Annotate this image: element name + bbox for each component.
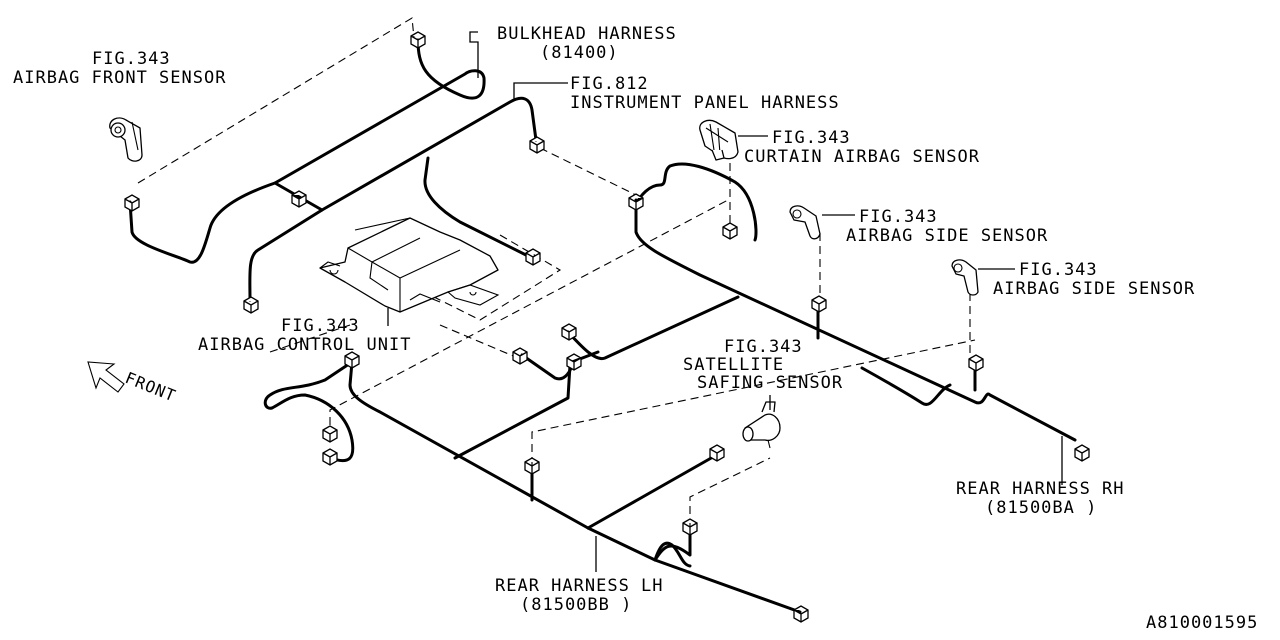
airbag-side-sensor-2 [951, 259, 979, 296]
connector-group [124, 31, 1090, 623]
airbag-control-unit [319, 217, 500, 313]
connector [344, 351, 360, 369]
connector [525, 248, 541, 266]
connector [709, 444, 725, 462]
bulkhead-label-line2: (81400) [540, 43, 619, 63]
connector [410, 31, 426, 49]
airbag-front-label-line1: FIG.343 [92, 49, 171, 69]
rear-rh-label-line2: (81500BA ) [985, 498, 1097, 518]
instrument-panel-label-line1: FIG.812 [570, 74, 649, 94]
side-sensor-1-label-line1: FIG.343 [859, 207, 938, 227]
part-number-label: A810001595 [1146, 613, 1258, 633]
connector [524, 457, 540, 475]
connector [529, 136, 545, 154]
satellite-safing-sensor [742, 401, 781, 449]
rear-lh-label-line2: (81500BB ) [520, 595, 632, 615]
instrument-panel-label-line2: INSTRUMENT PANEL HARNESS [570, 93, 840, 113]
side-sensor-2-label-line2: AIRBAG SIDE SENSOR [993, 279, 1195, 299]
side-sensor-1-label-line2: AIRBAG SIDE SENSOR [846, 226, 1048, 246]
instrument-panel-harness [320, 96, 1077, 442]
side-sensor-2-label-line1: FIG.343 [1019, 260, 1098, 280]
connector [682, 518, 698, 536]
connector [291, 190, 307, 208]
connector [512, 347, 528, 365]
satellite-label-line3: SAFING SENSOR [697, 373, 843, 393]
rear-rh-label-line1: REAR HARNESS RH [956, 479, 1125, 499]
control-unit-label-line2: AIRBAG CONTROL UNIT [198, 335, 411, 355]
curtain-airbag-label-line2: CURTAIN AIRBAG SENSOR [744, 147, 980, 167]
curtain-airbag-label-line1: FIG.343 [772, 128, 851, 148]
connector [566, 353, 582, 371]
connector [628, 193, 644, 211]
connector [124, 194, 140, 212]
dashed-reference-lines [137, 17, 976, 527]
satellite-label-line2: SATELLITE [683, 355, 784, 375]
rear-lh-label-line1: REAR HARNESS LH [495, 576, 664, 596]
leader-lines [387, 31, 1063, 572]
text-labels: BULKHEAD HARNESS (81400) FIG.343 AIRBAG … [13, 24, 1258, 633]
front-arrow-label: FRONT [123, 368, 179, 406]
bulkhead-label-line1: BULKHEAD HARNESS [497, 24, 677, 44]
connector [968, 354, 984, 372]
connector [322, 425, 338, 443]
airbag-side-sensor-1 [789, 205, 821, 240]
curtain-airbag-sensor [699, 119, 739, 161]
airbag-front-sensor [109, 117, 143, 162]
control-unit-label-line1: FIG.343 [281, 316, 360, 336]
airbag-front-label-line2: AIRBAG FRONT SENSOR [13, 68, 226, 88]
satellite-label-line1: FIG.343 [724, 337, 803, 357]
front-arrow-icon [87, 361, 125, 393]
connector [1074, 444, 1090, 462]
connector [243, 296, 259, 314]
connector [811, 295, 827, 313]
connector [722, 222, 738, 240]
connector [561, 323, 577, 341]
bulkhead-harness [128, 38, 486, 302]
connector [793, 605, 809, 623]
connector [322, 448, 338, 466]
